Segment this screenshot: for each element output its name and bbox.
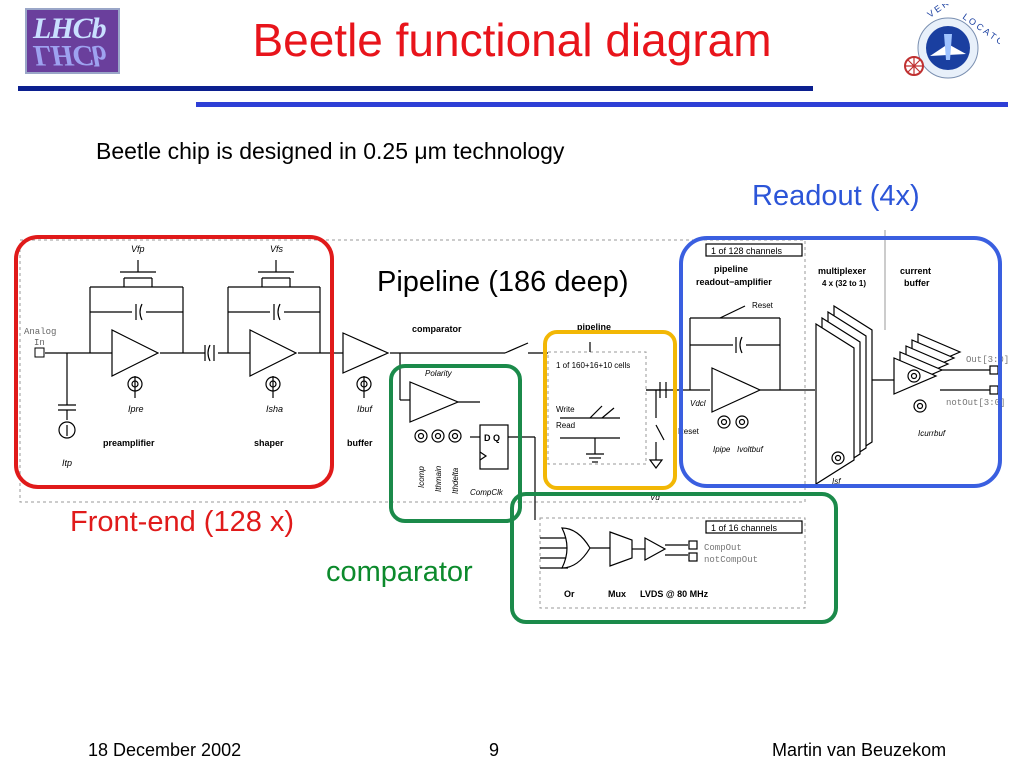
pipeline-cell-outline [547, 351, 647, 465]
ithdelta-label: Ithdelta [451, 467, 460, 494]
pipeline-cells-label: 1 of 160+16+10 cells [556, 361, 630, 370]
pipeline-write-label: Write [556, 405, 575, 414]
current-buffer-title-1: current [900, 266, 931, 276]
pra-title-1: pipeline [714, 264, 748, 274]
preamplifier-block [89, 260, 184, 398]
ra-reset-label: Reset [752, 301, 774, 310]
chip-outline [19, 239, 806, 503]
vdcl-label: Vdcl [690, 399, 706, 408]
preamplifier-label: preamplifier [103, 438, 155, 448]
ithmain-label: Ithmain [434, 465, 443, 492]
frontend-label: Front-end (128 x) [70, 506, 295, 538]
channels-16-label: 1 of 16 channels [711, 523, 778, 533]
frontend-highlight [14, 235, 334, 489]
comparator-highlight [389, 364, 522, 523]
shaper-block [227, 260, 321, 398]
ibuf-label: Ibuf [357, 404, 374, 414]
dq-label: D Q [484, 433, 500, 443]
icomp-label: Icomp [417, 466, 426, 488]
compout-label: CompOut [704, 543, 742, 553]
comp-output-chain [508, 436, 803, 569]
pipeline-reset-label: Reset [678, 427, 700, 436]
comparator-output-highlight [510, 492, 838, 624]
analog-in-pad [34, 347, 45, 358]
current-buffer-block [893, 333, 999, 413]
pipeline-block [504, 342, 667, 469]
pra-title-2: readout−amplifier [696, 277, 772, 287]
readout-label: Readout (4x) [752, 180, 920, 212]
readout-amplifier-block [689, 243, 803, 429]
icurrbuf-label: Icurrbuf [918, 429, 946, 438]
vd-label: Vd [650, 493, 660, 502]
buffer-label: buffer [347, 438, 373, 448]
channels-128-label: 1 of 128 channels [711, 246, 783, 256]
out-label: Out[3:0] [966, 355, 1009, 365]
velo-logo: V E R T E X L O C A T O R [904, 4, 1000, 79]
isha-label: Isha [266, 404, 283, 414]
itp-label: Itp [62, 458, 72, 468]
coupling-cap [204, 344, 215, 362]
subtitle: Beetle chip is designed in 0.25 μm techn… [96, 138, 565, 164]
header-rule-top [18, 86, 813, 91]
notcompout-label: notCompOut [704, 555, 758, 565]
footer-author: Martin van Beuzekom [772, 740, 947, 760]
footer-date: 18 December 2002 [88, 740, 242, 760]
comparator-block [399, 353, 509, 470]
ipre-label: Ipre [128, 404, 144, 414]
multiplexer-block [815, 304, 873, 486]
buffer-block [342, 332, 390, 398]
notout-label: notOut[3:0] [946, 398, 1005, 408]
analog-in-label-2: In [34, 338, 45, 348]
header-rule-bottom [196, 102, 1008, 107]
or-label: Or [564, 589, 575, 599]
footer-page-number: 9 [489, 740, 500, 760]
lhcb-logo: LHCb LHCb [25, 8, 120, 74]
shaper-label: shaper [254, 438, 284, 448]
polarity-label: Polarity [425, 369, 453, 378]
pipeline-title: pipeline [577, 322, 611, 332]
comparator-label: comparator [326, 556, 473, 588]
pipeline-label: Pipeline (186 deep) [377, 266, 629, 298]
current-buffer-title-2: buffer [904, 278, 930, 288]
test-pulse-cap [58, 353, 76, 439]
comp-output-outline [539, 517, 806, 609]
analog-in-label: Analog [24, 327, 56, 337]
vfp-label: Vfp [131, 244, 145, 254]
compclk-label: CompClk [470, 488, 504, 497]
lhcb-logo-text: LHCb [33, 12, 107, 45]
multiplexer-subtitle: 4 x (32 to 1) [822, 279, 866, 288]
isf-label: Isf [832, 477, 841, 486]
slide-title: Beetle functional diagram [252, 14, 772, 66]
ivoltbuf-label: Ivoltbuf [737, 445, 764, 454]
readout-highlight [679, 236, 1002, 488]
comparator-title: comparator [412, 324, 462, 334]
mux-label: Mux [608, 589, 626, 599]
pipeline-highlight [543, 330, 677, 490]
pipeline-read-label: Read [556, 421, 575, 430]
vfs-label: Vfs [270, 244, 284, 254]
lvds-label: LVDS @ 80 MHz [640, 589, 709, 599]
ipipe-label: Ipipe [713, 445, 731, 454]
multiplexer-title: multiplexer [818, 266, 867, 276]
